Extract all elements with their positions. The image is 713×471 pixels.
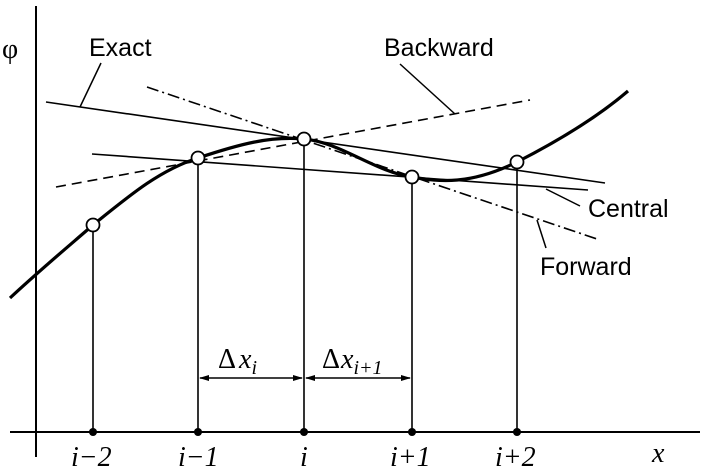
curve-node-i-minus-2 [85,217,101,233]
axis-dot-i-plus-1 [408,428,416,436]
grid-label-i-minus-2: i−2 [71,442,112,471]
delta-symbol: Δ [322,344,340,375]
delta-sub: i [251,357,257,379]
exact-label: Exact [89,34,152,62]
grid-label-i-plus-2: i+2 [495,442,536,471]
curve-node-i [296,131,312,147]
central-label: Central [588,195,669,223]
delta-x-i-plus-1-label: Δxi+1 [322,344,383,379]
axis-dot-i-minus-2 [89,428,97,436]
curve-node-i-minus-1 [190,150,206,166]
central-difference-line [91,153,589,191]
grid-label-i: i [300,442,308,471]
delta-symbol: Δ [218,344,236,375]
x-axis-label: x [651,438,665,469]
backward-label: Backward [384,34,494,62]
axis-dot-i-minus-1 [194,428,202,436]
axis-dot-i-plus-2 [513,428,521,436]
forward-leader [536,219,547,249]
grid-label-i-minus-1: i−1 [178,442,219,471]
axis-dot-i [300,428,308,436]
grid-label-i-plus-1: i+1 [390,442,431,471]
central-leader [545,188,581,207]
backward-leader [399,63,456,115]
forward-label: Forward [540,253,632,281]
delta-sub: i+1 [353,357,382,379]
exact-leader [79,62,102,108]
backward-difference-line [55,99,531,188]
curve-node-i-plus-1 [404,169,420,185]
delta-var: x [340,344,354,375]
function-curve [8,89,630,300]
y-axis-label: φ [2,34,18,65]
delta-var: x [238,344,252,375]
curve-node-i-plus-2 [509,154,525,170]
